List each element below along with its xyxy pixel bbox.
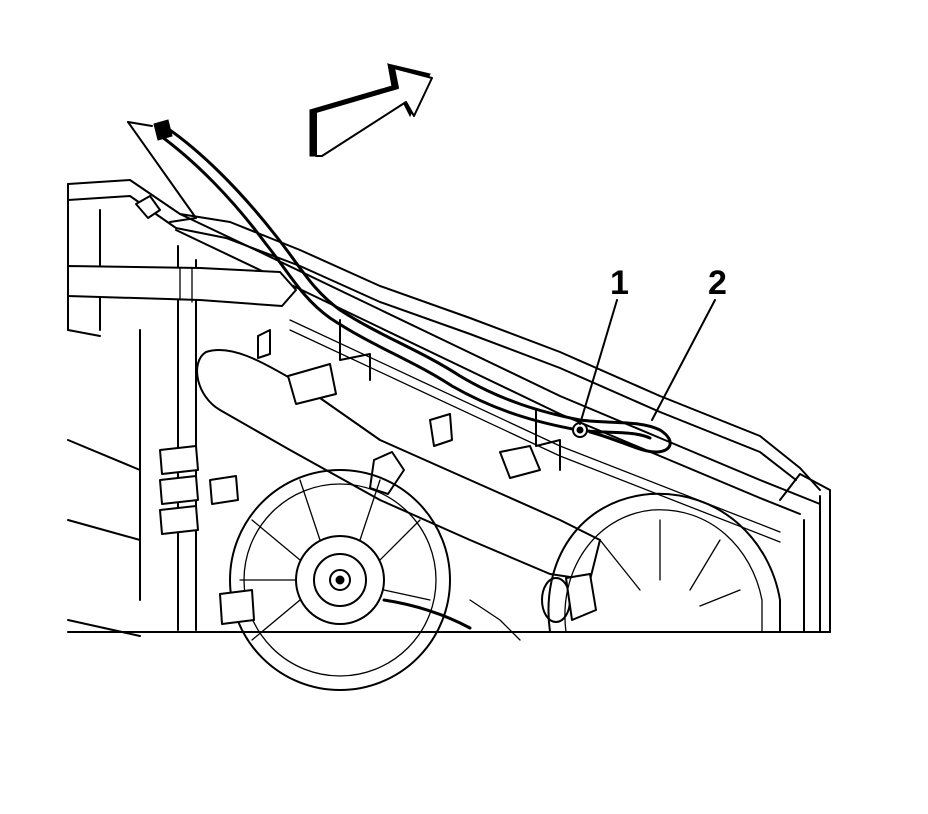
callout-leaders — [579, 299, 716, 425]
left-hose-connectors — [159, 445, 255, 625]
hose-fitting — [572, 422, 588, 438]
callout-1-leader — [579, 299, 618, 425]
callout-2-leader — [651, 299, 716, 421]
fan-wiring-harness — [382, 598, 521, 641]
upper-radiator-hose — [67, 265, 297, 307]
radiator-brackets — [257, 319, 561, 479]
left-cooling-fan — [229, 469, 451, 691]
forward-direction-arrow-icon — [309, 62, 433, 157]
right-cooling-fan — [547, 492, 781, 633]
callout-1-label: 1 — [610, 264, 629, 302]
detail-view-bracket — [127, 121, 197, 223]
callout-2-label: 2 — [708, 264, 727, 302]
